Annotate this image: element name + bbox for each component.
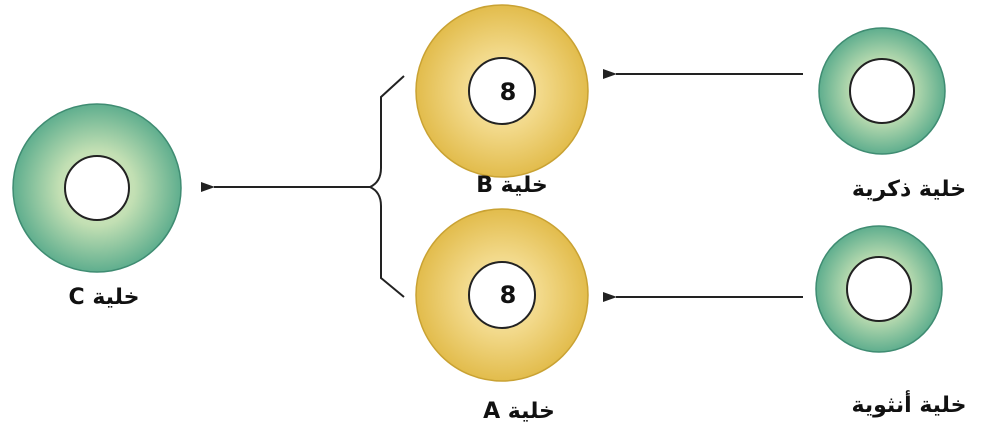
cell-c: خلية C xyxy=(12,103,182,310)
male-cell-nucleus xyxy=(849,58,915,124)
cell-b-label: خلية B xyxy=(476,173,548,198)
male-cell-label: خلية ذكرية xyxy=(852,177,966,202)
cell-c-nucleus xyxy=(64,155,130,221)
merge-brace xyxy=(367,75,405,298)
cell-a-chromosome-number: 8 xyxy=(500,281,517,309)
male-cell: خلية ذكرية xyxy=(818,27,966,202)
female-cell-label: خلية أنثوية xyxy=(852,389,967,418)
cell-b-chromosome-number: 8 xyxy=(500,78,517,106)
cell-b-nucleus xyxy=(468,57,536,125)
cell-a-nucleus xyxy=(468,261,536,329)
cell-a: 8 خلية A xyxy=(415,208,589,424)
female-cell: خلية أنثوية xyxy=(815,225,967,418)
female-cell-nucleus xyxy=(846,256,912,322)
cell-c-label: خلية C xyxy=(69,285,140,310)
cell-b: 8 خلية B xyxy=(415,4,589,198)
cell-a-label: خلية A xyxy=(483,399,555,424)
